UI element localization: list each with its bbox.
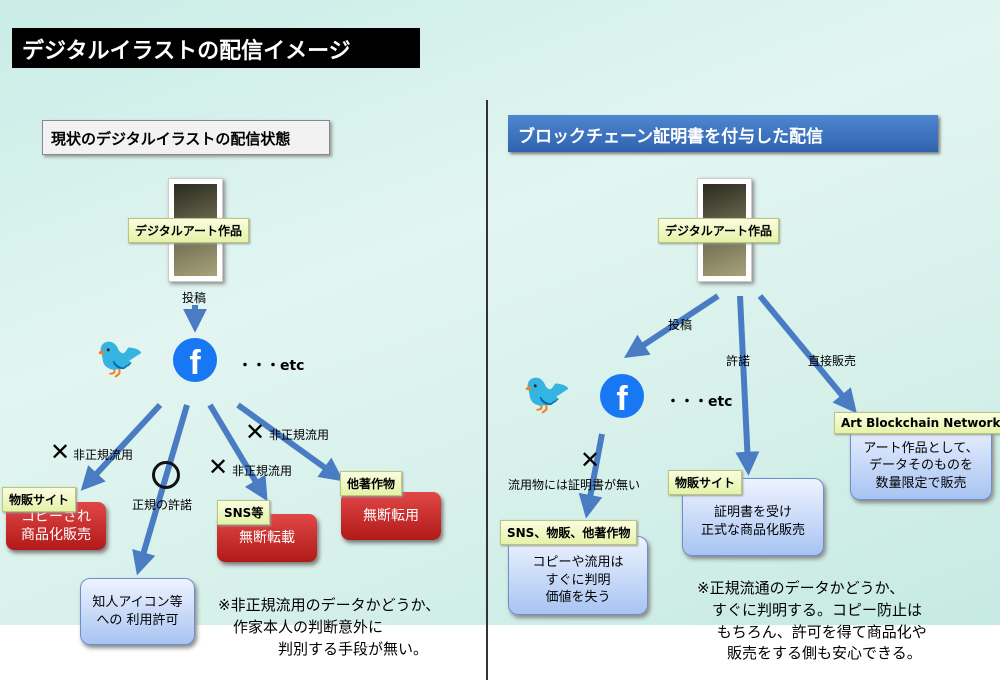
- permit-box: 知人アイコン等 への 利用許可: [80, 578, 195, 645]
- copied-goods-box: コピーされ 商品化販売: [6, 502, 106, 550]
- right-note: ※正規流通のデータかどうか、 すぐに判明する。コピー防止は もちろん、許可を得て…: [697, 579, 927, 663]
- box-tag: SNS、物販、他著作物: [500, 520, 638, 545]
- direct-sale-label: 直接販売: [808, 354, 857, 368]
- twitter-icon: 🐦: [95, 335, 145, 381]
- box-tag: 他著作物: [340, 471, 403, 496]
- arrow-to-goods-site: [80, 402, 163, 491]
- license-label: 許諾: [726, 354, 751, 368]
- arrow-post-right: [623, 293, 720, 358]
- cross-icon: ✕: [245, 418, 266, 446]
- cross-icon: ✕: [50, 438, 71, 466]
- etc-label: ・・・etc: [666, 394, 733, 410]
- cross-icon: ✕: [208, 453, 229, 481]
- post-label: 投稿: [668, 318, 693, 332]
- twitter-icon: 🐦: [522, 371, 572, 417]
- arrow-to-sns: [207, 403, 268, 502]
- unauthorized-label: 非正規流用: [73, 448, 134, 462]
- arrow-direct-sale: [757, 294, 857, 414]
- unauthorized-label: 非正規流用: [269, 428, 330, 442]
- copy-loses-value-box: コピーや流用は すぐに判明 価値を失う: [508, 536, 648, 615]
- left-heading: 現状のデジタルイラストの配信状態: [42, 120, 330, 155]
- box-tag: 物販サイト: [2, 487, 77, 512]
- cross-icon: ✕: [580, 446, 601, 474]
- box-tag: Art Blockchain Network: [834, 412, 1000, 434]
- official-goods-box: 証明書を受け 正式な商品化販売: [682, 478, 824, 556]
- unauthorized-label: 非正規流用: [232, 464, 293, 478]
- right-heading: ブロックチェーン証明書を付与した配信: [508, 115, 938, 152]
- arrow-license: [735, 295, 760, 476]
- no-certificate-label: 流用物には証明書が無い: [508, 478, 641, 492]
- unauthorized-reuse-box: 無断転用: [341, 492, 441, 540]
- arrow-to-other-works: [236, 402, 344, 482]
- artwork-label: デジタルアート作品: [658, 218, 780, 243]
- circle-ok-icon: [152, 461, 180, 489]
- divider: [486, 100, 488, 680]
- facebook-icon: f: [600, 374, 644, 418]
- artwork-label: デジタルアート作品: [128, 218, 250, 243]
- facebook-icon: f: [173, 338, 217, 382]
- authorized-label: 正規の許諾: [132, 498, 193, 512]
- box-tag: 物販サイト: [668, 470, 743, 495]
- etc-label: ・・・etc: [238, 358, 305, 374]
- post-label: 投稿: [182, 291, 207, 305]
- box-tag: SNS等: [217, 500, 271, 525]
- page-title: デジタルイラストの配信イメージ: [12, 28, 420, 68]
- arrow-to-sns-goods: [578, 433, 605, 519]
- left-note: ※非正規流用のデータかどうか、 作家本人の判断意外に 判別する手段が無い。: [218, 596, 441, 658]
